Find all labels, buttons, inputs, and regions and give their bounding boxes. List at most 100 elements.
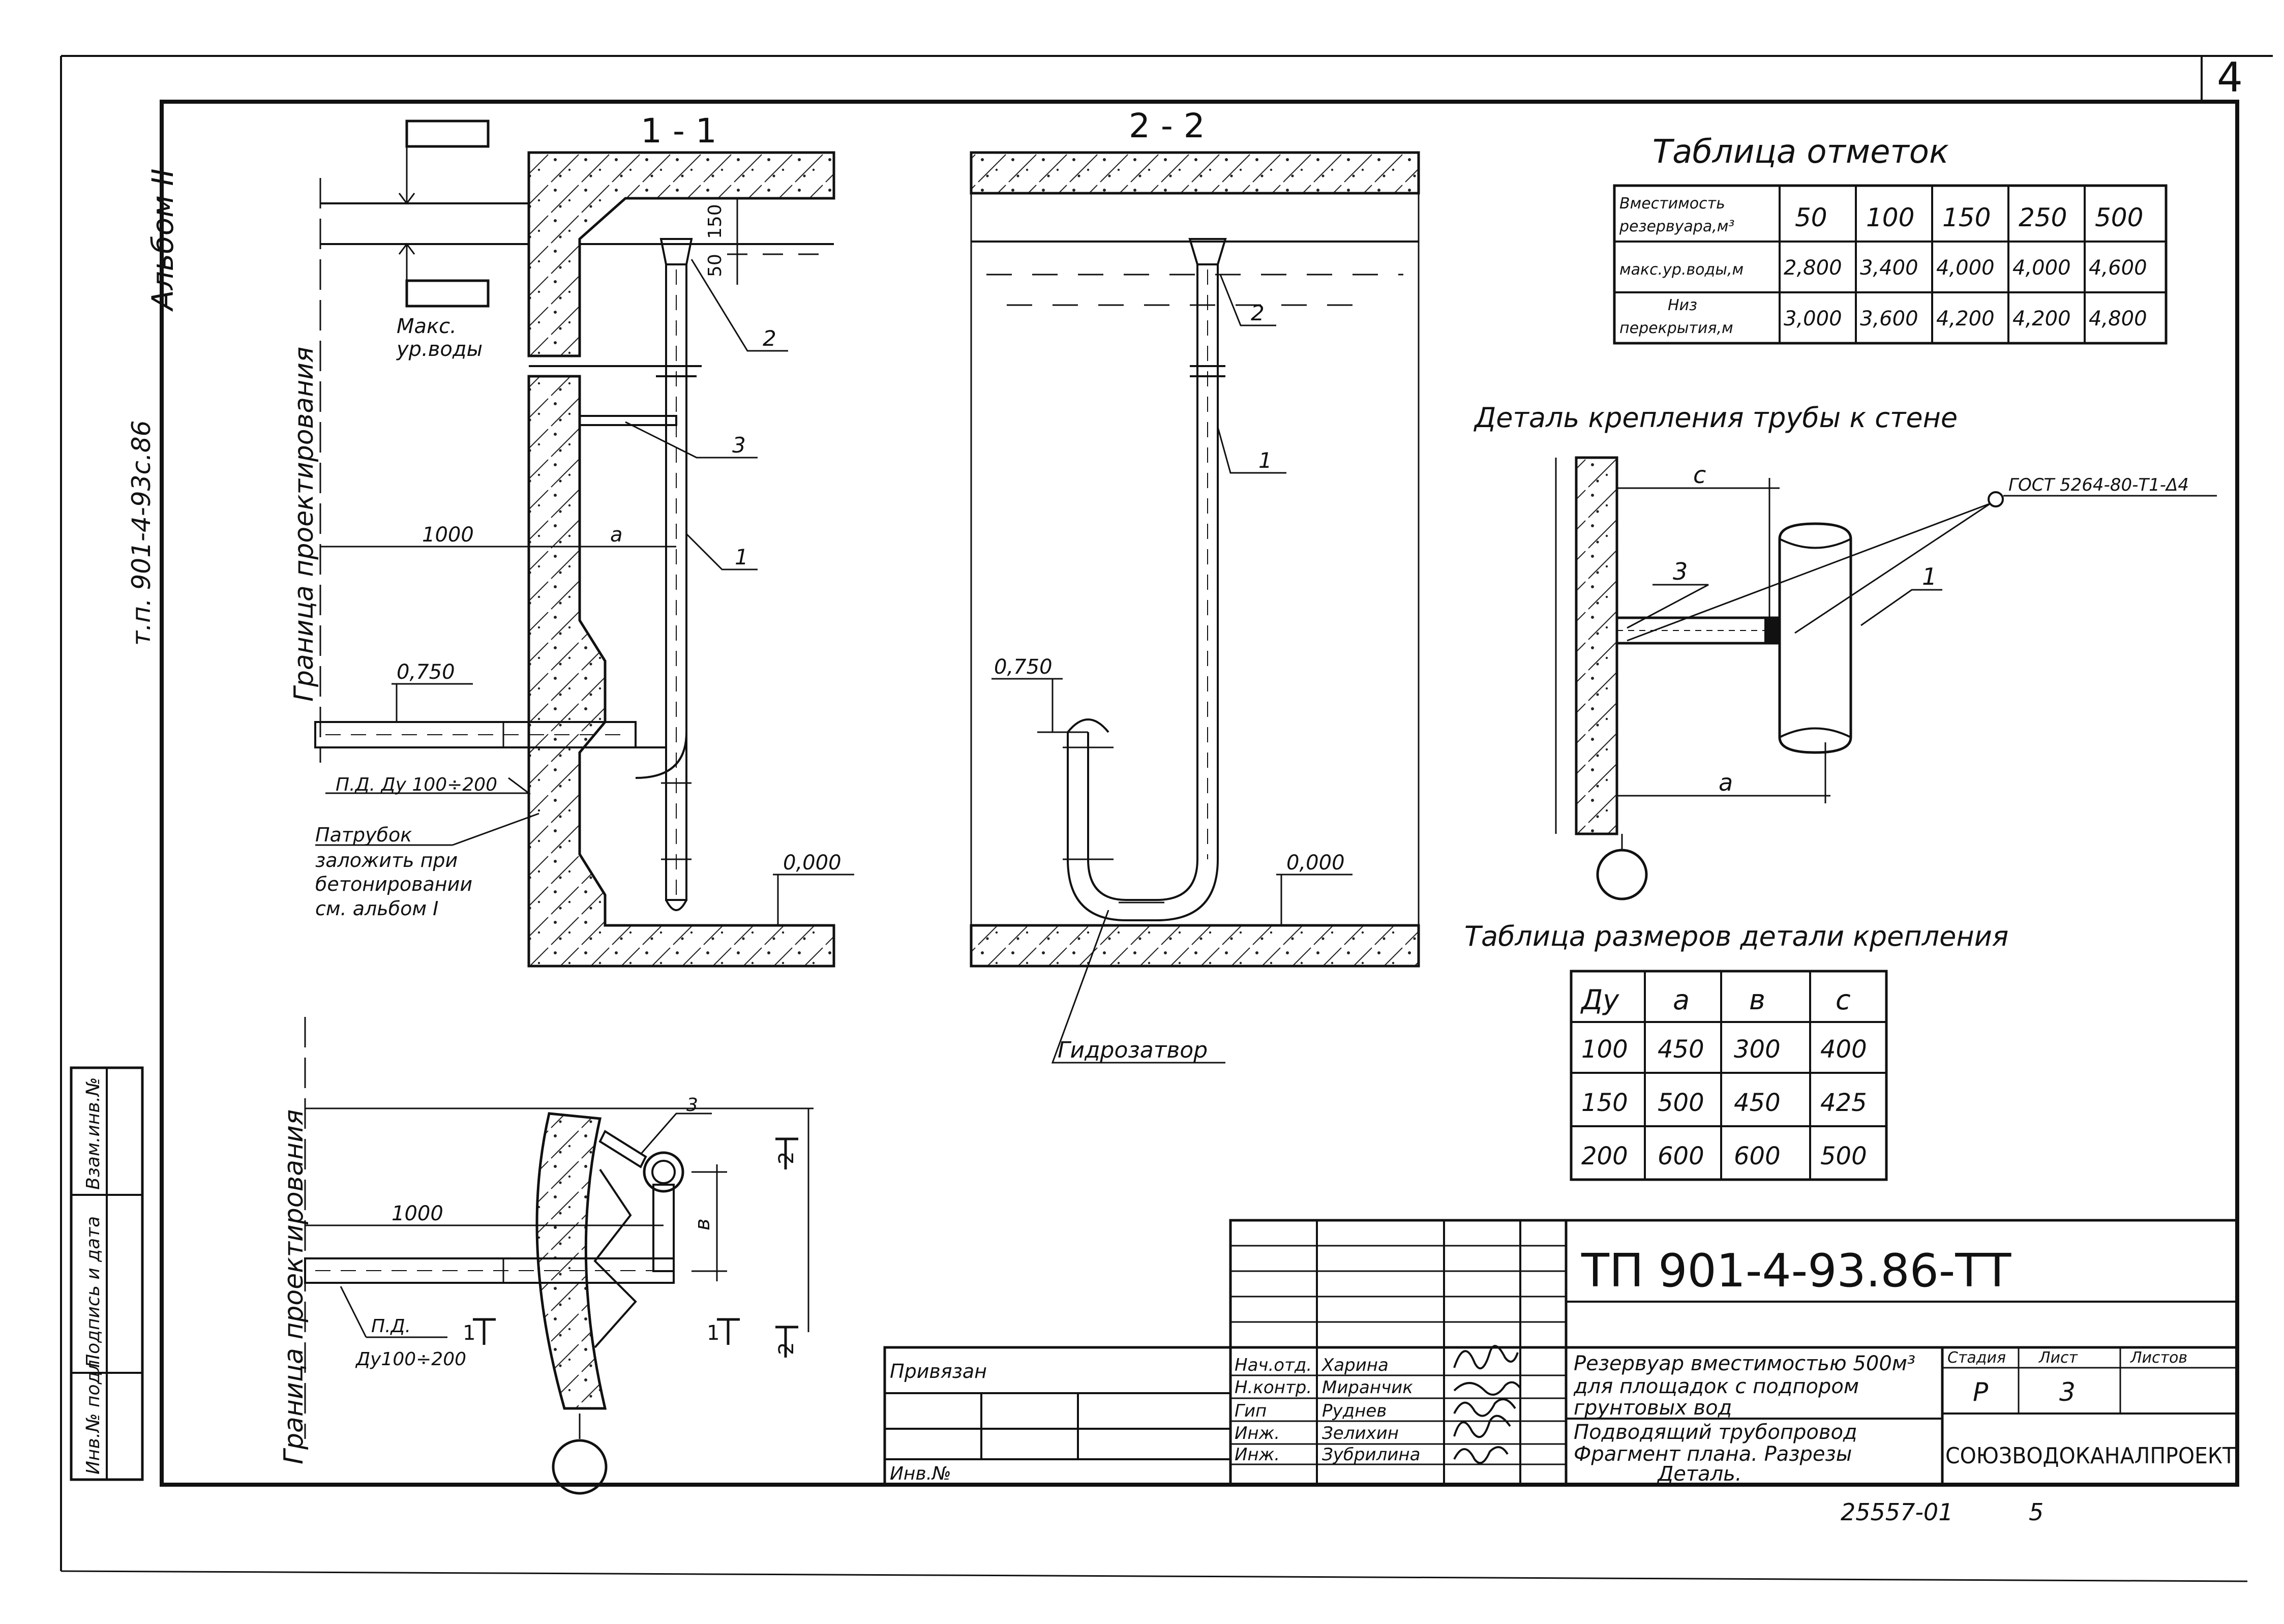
plan-section-1-right: 1 xyxy=(707,1321,719,1345)
marks-cell: 3,000 xyxy=(1784,307,1842,330)
dims-cell: 200 xyxy=(1581,1142,1628,1170)
marks-cell: 250 xyxy=(2019,203,2067,232)
level-0000: 0,000 xyxy=(783,851,842,875)
marks-row2-label-1: Низ xyxy=(1668,296,1697,314)
plan-dim-1000: 1000 xyxy=(392,1202,443,1225)
title-block: Привязан Инв.№ ТП 901-4-93.86-ТТ Нач.отд… xyxy=(883,1219,2239,1526)
dims-cell: 100 xyxy=(1581,1035,1628,1064)
marks-row0-label-2: резервуара,м³ xyxy=(1619,218,1734,235)
album-side-label: Альбом II xyxy=(145,168,180,312)
doc-code: ТП 901-4-93.86-ТТ xyxy=(1581,1244,2011,1298)
sleeve-note-4: см. альбом I xyxy=(315,897,438,920)
dims-cell: 450 xyxy=(1658,1035,1704,1064)
marks-cell: 3,600 xyxy=(1860,307,1918,330)
sleeve-note-3: бетонировании xyxy=(315,873,472,895)
fastening-detail: Деталь крепления трубы к стене с а 3 1 Г… xyxy=(1474,402,2217,900)
callout-2: 2 xyxy=(763,326,776,351)
plan-fragment: 3 1000 в 2 2 1 1 Граница проектирования … xyxy=(279,1017,814,1495)
level-0000-2: 0,000 xyxy=(1286,851,1345,875)
marks-row0-label-1: Вместимость xyxy=(1619,195,1725,213)
detail-title: Деталь крепления трубы к стене xyxy=(1474,402,1958,434)
marks-cell: 50 xyxy=(1795,203,1827,232)
marks-cell: 500 xyxy=(2095,203,2143,232)
max-water-label-2: ур.воды xyxy=(396,338,483,361)
description-3: грунтовых вод xyxy=(1574,1396,1732,1420)
callout-2-22: 2 xyxy=(1251,300,1265,325)
level-0750: 0,750 xyxy=(397,660,455,684)
dims-cell: 425 xyxy=(1820,1089,1867,1117)
border-label-plan: Граница проектирования xyxy=(279,1109,309,1464)
marks-cell: 4,800 xyxy=(2089,307,2147,330)
dims-header: с xyxy=(1836,984,1851,1016)
dims-cell: 500 xyxy=(1820,1142,1867,1170)
marks-row1-label: макс.ур.воды,м xyxy=(1619,261,1744,279)
sheet-title-2: Фрагмент плана. Разрезы xyxy=(1574,1442,1852,1466)
staff-role: Нач.отд. xyxy=(1235,1355,1312,1375)
signatures xyxy=(1453,1345,1521,1464)
description-2: для площадок с подпором xyxy=(1573,1375,1859,1398)
dims-table: Таблица размеров детали крепления Ду а в… xyxy=(1464,920,2008,1181)
marks-cell: 4,200 xyxy=(1936,307,1995,330)
marks-table-title: Таблица отметок xyxy=(1652,133,1949,171)
dims-cell: 300 xyxy=(1734,1035,1781,1064)
staff-name: Зубрилина xyxy=(1322,1445,1420,1465)
section-2-2: 2 - 2 0,750 0,000 2 1 Гидр xyxy=(970,106,1420,1064)
section-2-2-title: 2 - 2 xyxy=(1129,106,1205,145)
dims-header: в xyxy=(1749,984,1765,1016)
marks-cell: 150 xyxy=(1942,203,1991,232)
dims-cell: 400 xyxy=(1820,1035,1867,1064)
staff-name: Харина xyxy=(1321,1355,1389,1375)
side-stamp-inv: Инв.№ подл. xyxy=(83,1354,104,1475)
section-1-1-title: 1 - 1 xyxy=(641,111,717,151)
pipe-label: П.Д. Ду 100÷200 xyxy=(336,774,497,795)
sheet-title-1: Подводящий трубопровод xyxy=(1574,1421,1857,1444)
plan-callout-3: 3 xyxy=(686,1095,698,1116)
dims-cell: 600 xyxy=(1734,1142,1781,1170)
marks-cell: 100 xyxy=(1866,203,1914,232)
plan-dim-b: в xyxy=(691,1218,714,1230)
sheet-value: 3 xyxy=(2059,1377,2076,1407)
max-water-label-1: Макс. xyxy=(397,315,457,338)
marks-cell: 4,000 xyxy=(1936,256,1995,280)
archive-number: 25557-01 xyxy=(1841,1498,1953,1526)
sleeve-note-1: Патрубок xyxy=(315,824,412,846)
callout-1: 1 xyxy=(735,545,748,569)
marks-cell: 3,400 xyxy=(1860,256,1918,280)
marks-cell: 4,200 xyxy=(2012,307,2071,330)
stage-value: Р xyxy=(1973,1377,1989,1407)
dim-50: 50 xyxy=(705,254,726,277)
dim-a: а xyxy=(610,523,623,547)
sheets-label: Листов xyxy=(2130,1349,2187,1367)
side-stamps: Инв.№ подл. Подпись и дата Взам.инв.№ xyxy=(70,1066,144,1481)
level-0750-2: 0,750 xyxy=(994,655,1053,679)
dims-table-title: Таблица размеров детали крепления xyxy=(1464,920,2008,952)
plan-pipe-label-1: П.Д. xyxy=(371,1316,411,1337)
plan-section-2-top: 2 xyxy=(775,1152,798,1164)
callout-1-22: 1 xyxy=(1258,448,1272,473)
detail-dim-c: с xyxy=(1693,461,1706,489)
water-seal-label: Гидрозатвор xyxy=(1058,1037,1208,1063)
dims-cell: 600 xyxy=(1658,1142,1704,1170)
stage-label: Стадия xyxy=(1947,1349,2006,1367)
sheet-label: Лист xyxy=(2038,1349,2079,1367)
staff-role: Гип xyxy=(1235,1401,1267,1421)
staff-name: Руднев xyxy=(1322,1401,1387,1421)
plan-section-2-bottom: 2 xyxy=(775,1342,798,1355)
detail-gost: ГОСТ 5264-80-Т1-Δ4 xyxy=(2008,475,2189,495)
dims-cell: 150 xyxy=(1581,1089,1628,1117)
project-side-label: т.п. 901-4-93с.86 xyxy=(127,420,156,646)
staff-name: Зелихин xyxy=(1322,1423,1399,1443)
plan-pipe-label-2: Ду100÷200 xyxy=(355,1349,466,1370)
border-label-section: Граница проектирования xyxy=(289,347,319,702)
dims-cell: 500 xyxy=(1658,1089,1704,1117)
side-stamp-sign: Подпись и дата xyxy=(83,1216,104,1368)
side-stamp-replace: Взам.инв.№ xyxy=(83,1077,104,1190)
callout-3: 3 xyxy=(732,433,746,458)
marks-cell: 4,600 xyxy=(2089,256,2147,280)
marks-cell: 4,000 xyxy=(2012,256,2071,280)
staff-role: Н.контр. xyxy=(1235,1377,1312,1398)
staff-name: Миранчик xyxy=(1322,1377,1413,1398)
description-1: Резервуар вместимостью 500м³ xyxy=(1574,1352,1915,1375)
staff-role: Инж. xyxy=(1235,1445,1280,1465)
